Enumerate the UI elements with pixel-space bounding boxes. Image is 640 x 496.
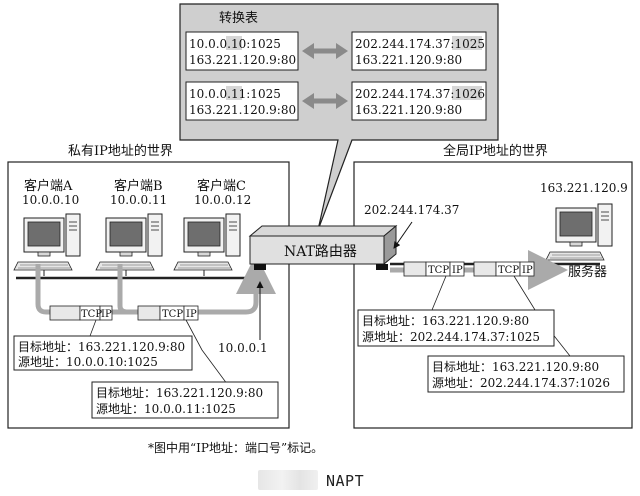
private-info-box-1 xyxy=(13,335,193,371)
client-b-ip: 10.0.0.11 xyxy=(110,193,167,207)
translation-table-panel: 转换表 10.0.0.10:1025 163.221.120.9:80 202.… xyxy=(179,3,499,231)
private-info-1-src: 源地址：10.0.0.10:1025 xyxy=(18,355,158,369)
table-row1-global-src: 202.244.174.37:1025 xyxy=(355,37,485,51)
private-info-2-dst: 目标地址：163.221.120.9:80 xyxy=(96,386,263,400)
server-ip: 163.221.120.9 xyxy=(540,181,628,195)
private-packet-2-ip: IP xyxy=(186,309,197,320)
table-row1-double-arrow-icon xyxy=(302,43,348,59)
private-packet-1: TCP IP xyxy=(49,305,113,321)
private-region-label: 私有IP地址的世界 xyxy=(68,143,173,159)
client-b-name: 客户端B xyxy=(114,178,163,194)
private-packet-1-tcp: TCP xyxy=(81,309,102,320)
client-a-name: 客户端A xyxy=(24,178,73,194)
global-packet-2: TCP IP xyxy=(473,261,535,277)
global-packet-2-tcp: TCP xyxy=(498,265,519,276)
nat-router-label: NAT路由器 xyxy=(284,244,357,260)
private-info-2-src: 源地址：10.0.0.11:1025 xyxy=(96,402,236,416)
diagram-caption: NAPT xyxy=(326,472,365,490)
private-info-1-dst: 目标地址：163.221.120.9:80 xyxy=(18,340,185,354)
router-outer-ip: 202.244.174.37 xyxy=(364,203,459,217)
table-row1-private-src: 10.0.0.10:1025 xyxy=(189,37,281,51)
client-c-ip: 10.0.0.12 xyxy=(194,193,251,207)
global-info-2-src: 源地址：202.244.174.37:1026 xyxy=(432,376,610,390)
table-row1-private-dst: 163.221.120.9:80 xyxy=(189,53,296,67)
server-label: 服务器 xyxy=(568,264,607,280)
client-c-name: 客户端C xyxy=(197,178,246,194)
table-row2-private-dst: 163.221.120.9:80 xyxy=(189,103,296,117)
nat-router: NAT路由器 xyxy=(248,224,398,270)
private-packet-1-ip: IP xyxy=(101,309,112,320)
global-info-box-2 xyxy=(427,355,625,393)
blurred-logo xyxy=(258,470,318,490)
global-packet-1-ip: IP xyxy=(452,265,463,276)
footnote: *图中用“IP地址：端口号”标记。 xyxy=(148,440,323,455)
router-inner-ip: 10.0.0.1 xyxy=(218,341,268,355)
table-row2-double-arrow-icon xyxy=(302,93,348,109)
translation-table-title: 转换表 xyxy=(219,11,258,26)
private-packet-2-tcp: TCP xyxy=(162,309,183,320)
flow-a-arrow xyxy=(35,264,150,315)
table-row2-global-src: 202.244.174.37:1026 xyxy=(355,87,485,101)
global-packet-1-tcp: TCP xyxy=(428,265,449,276)
private-info-box-2 xyxy=(91,381,279,419)
global-packet-1: TCP IP xyxy=(403,261,465,277)
global-info-1-src: 源地址：202.244.174.37:1025 xyxy=(362,330,540,344)
global-info-1-dst: 目标地址：163.221.120.9:80 xyxy=(362,314,529,328)
global-packet-2-ip: IP xyxy=(522,265,533,276)
table-row2-private-src: 10.0.0.11:1025 xyxy=(189,87,281,101)
global-info-box-1 xyxy=(357,309,555,347)
global-region-label: 全局IP地址的世界 xyxy=(443,143,548,159)
client-a-ip: 10.0.0.10 xyxy=(22,193,79,207)
table-row1-global-dst: 163.221.120.9:80 xyxy=(355,53,462,67)
private-packet-2: TCP IP xyxy=(137,305,199,321)
table-row2-global-dst: 163.221.120.9:80 xyxy=(355,103,462,117)
global-info-2-dst: 目标地址：163.221.120.9:80 xyxy=(432,360,599,374)
